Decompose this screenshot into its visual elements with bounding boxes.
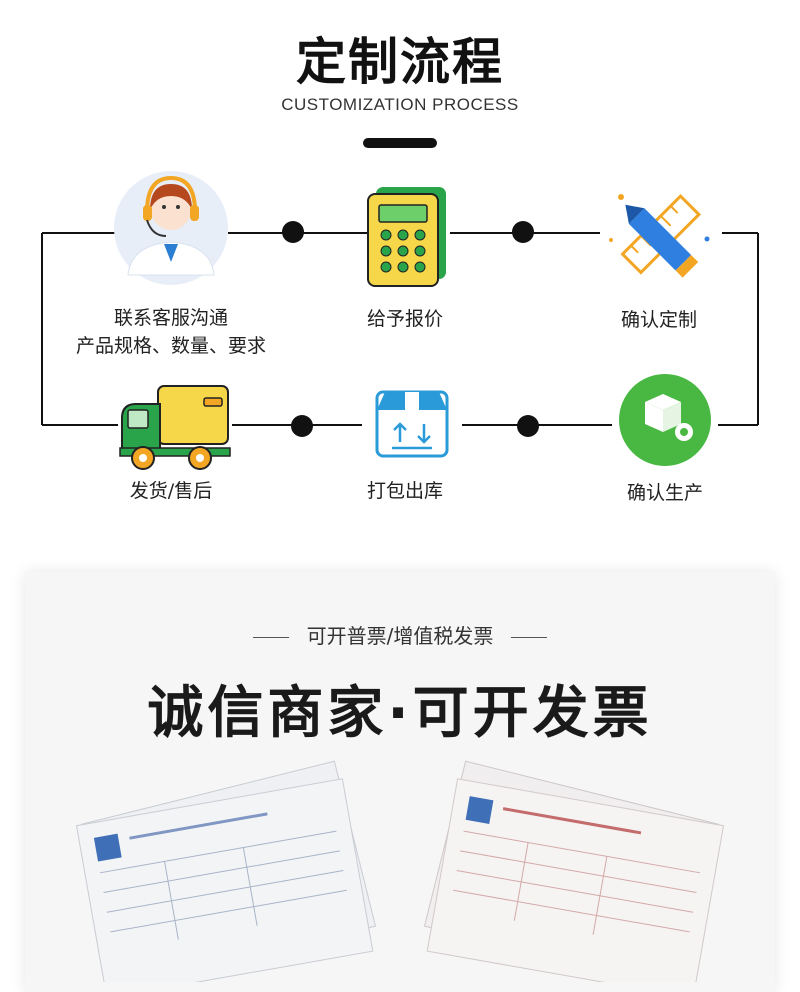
step-label-shipping: 发货/售后	[129, 480, 213, 502]
production-box-gear-icon	[619, 374, 711, 466]
pencil-ruler-icon	[609, 193, 710, 278]
delivery-truck-icon	[119, 385, 231, 470]
page-title: 定制流程	[296, 33, 504, 91]
title-underline-bar	[363, 138, 437, 148]
invoice-subtitle: 可开普票/增值税发票	[0, 620, 800, 649]
process-flow-diagram	[41, 171, 759, 470]
package-box-icon	[375, 390, 449, 458]
invoice-subtitle-text: 可开普票/增值税发票	[306, 624, 494, 648]
divider	[511, 637, 548, 638]
step-label-quote: 给予报价	[366, 308, 443, 330]
step-label-contact: 联系客服沟通 产品规格、数量、要求	[40, 304, 302, 360]
step-label-confirm-production: 确认生产	[626, 482, 703, 504]
step-label-line: 产品规格、数量、要求	[75, 335, 266, 357]
flow-dots	[282, 221, 539, 437]
flow-dot	[512, 221, 534, 243]
flow-dot	[282, 221, 304, 243]
page-subtitle: CUSTOMIZATION PROCESS	[281, 95, 519, 114]
step-label-confirm-custom: 确认定制	[620, 309, 697, 331]
flow-dot	[517, 415, 539, 437]
step-label-line: 联系客服沟通	[113, 307, 228, 329]
invoice-title: 诚信商家·可开发票	[147, 681, 653, 746]
customer-service-icon	[114, 171, 228, 285]
calculator-icon	[367, 187, 446, 287]
step-label-packing: 打包出库	[366, 480, 443, 502]
flow-dot	[291, 415, 313, 437]
divider	[252, 637, 289, 638]
